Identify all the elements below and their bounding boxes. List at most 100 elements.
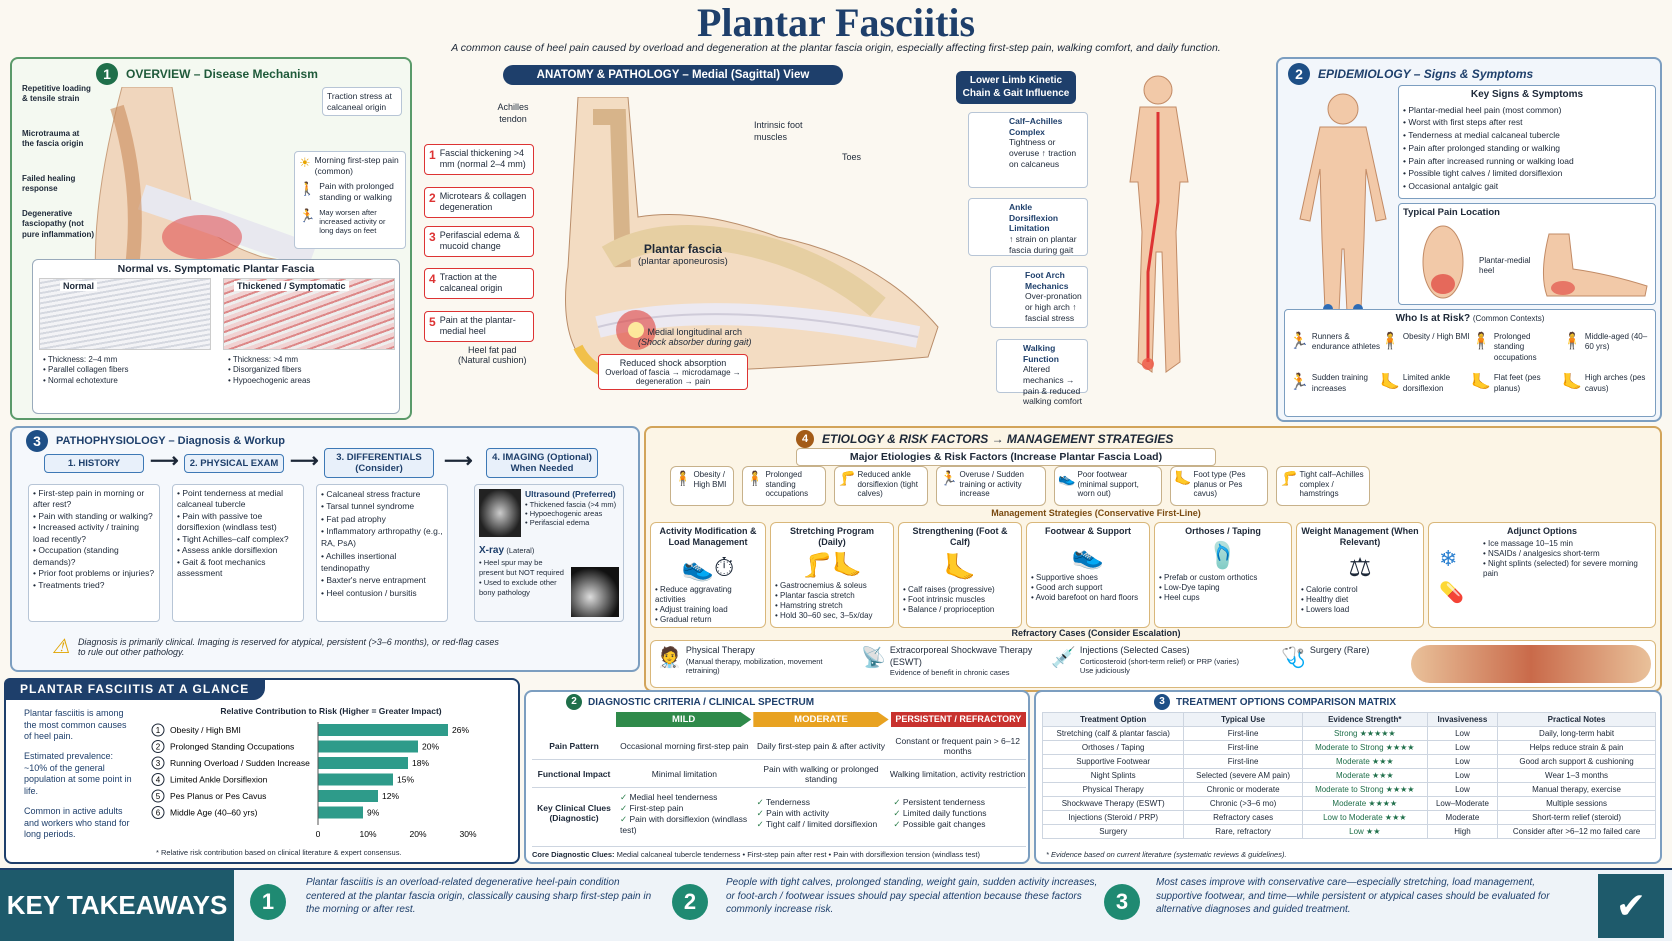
- diff-item: Inflammatory arthropathy (e.g., RA, PsA): [321, 525, 443, 550]
- ref-desc: Evidence of benefit in chronic cases: [889, 668, 1010, 678]
- treatment-panel: 3 TREATMENT OPTIONS COMPARISON MATRIX Tr…: [1034, 690, 1662, 864]
- table-cell: High: [1426, 824, 1499, 839]
- history-item: Prior foot problems or injuries?: [33, 568, 155, 579]
- xray-image: [571, 567, 619, 617]
- glance-p1: Plantar fasciitis is among the most comm…: [24, 708, 127, 742]
- table-cell: Good arch support & cushioning: [1497, 754, 1656, 769]
- bar: [318, 806, 363, 819]
- foot-side-illustration: [1543, 233, 1648, 297]
- signs-box: Key Signs & Symptoms Plantar-medial heel…: [1398, 85, 1656, 199]
- takeaway-num-1: 1: [250, 884, 286, 920]
- takeaways-bar: KEY TAKEAWAYS 1 Plantar fasciitis is an …: [0, 868, 1672, 941]
- normal-item: Normal echotexture: [43, 376, 129, 386]
- table-cell: Moderate ★★★★: [1301, 796, 1428, 811]
- takeaway-3: Most cases improve with conservative car…: [1156, 877, 1550, 915]
- epi-title: EPIDEMIOLOGY – Signs & Symptoms: [1318, 67, 1534, 81]
- sign-item: Plantar-medial heel pain (most common): [1403, 104, 1651, 117]
- thick-label: Thickened / Symptomatic: [234, 281, 349, 291]
- step-differentials: 3. DIFFERENTIALS (Consider): [324, 448, 434, 478]
- foot-surgery-illustration: [1411, 645, 1651, 683]
- clue: Limited daily functions: [893, 808, 1026, 819]
- mgmt-title-text: Weight Management (When Relevant): [1301, 526, 1419, 548]
- table-cell: Moderate: [1426, 810, 1499, 825]
- body-front-illustration: [1299, 93, 1387, 335]
- factor-4: 🏃Overuse / Sudden training or activity i…: [936, 466, 1046, 506]
- mech-label-1: Repetitive loading & tensile strain: [22, 84, 91, 104]
- factor-3: 🦵Reduced ankle dorsiflexion (tight calve…: [834, 466, 928, 506]
- xray-title: X-ray: [479, 545, 505, 556]
- patho-number: 3: [26, 430, 48, 452]
- rank-label: 2: [156, 743, 161, 752]
- runner-icon: 🏃: [1289, 333, 1309, 350]
- clue: Persistent tenderness: [893, 797, 1026, 808]
- sign-item: Tenderness at medial calcaneal tubercle: [1403, 129, 1651, 142]
- history-item: Treatments tried?: [33, 580, 155, 591]
- category-label: Prolonged Standing Occupations: [170, 742, 294, 752]
- th: Typical Use: [1183, 712, 1303, 727]
- path-text: Microtears & collagen degeneration: [439, 191, 527, 213]
- factor-text: Foot type (Pes planus or Pes cavus): [1193, 470, 1246, 499]
- mgmt-item: Reduce aggravating activities: [655, 585, 761, 605]
- factor-text: Overuse / Sudden training or activity in…: [959, 470, 1024, 499]
- takeaway-2: People with tight calves, prolonged stan…: [726, 877, 1098, 915]
- diff-item: Calcaneal stress fracture: [321, 488, 443, 500]
- compare-title: Normal vs. Symptomatic Plantar Fascia: [117, 263, 315, 275]
- foot-band-icon: 🦶: [943, 551, 977, 582]
- mgmt-title-text: Adjunct Options: [1507, 526, 1577, 536]
- anatomy-section: ANATOMY & PATHOLOGY – Medial (Sagittal) …: [418, 57, 950, 420]
- exam-item: Pain with passive toe dorsiflexion (wind…: [177, 511, 299, 534]
- kinetic-item-title: Walking Function: [1023, 343, 1059, 364]
- rank-label: 1: [156, 726, 161, 735]
- kinetic-item-3: Foot Arch Mechanics Over-pronation or hi…: [990, 266, 1088, 328]
- treat-number: 3: [1154, 694, 1170, 710]
- mgmt-item: Adjust training load: [655, 605, 761, 615]
- surgeon-icon: 🩺: [1281, 647, 1306, 669]
- fascia-title: Plantar fascia: [643, 242, 722, 256]
- ultrasound-title: Ultrasound (Preferred): [525, 489, 616, 499]
- table-row: Injections (Steroid / PRP)Refractory cas…: [1041, 810, 1656, 825]
- takeaway-1: Plantar fasciitis is an overload-related…: [306, 877, 652, 915]
- factor-text: Tight calf–Achilles complex / hamstrings: [1299, 470, 1364, 499]
- table-row: Shockwave Therapy (ESWT)Chronic (>3–6 mo…: [1041, 796, 1656, 811]
- mgmt-item: Balance / proprioception: [903, 605, 1017, 615]
- table-cell: Short-term relief (steroid): [1497, 810, 1656, 825]
- mgmt-title: Management Strategies (Conservative Firs…: [991, 508, 1201, 518]
- mgmt-orthoses: Orthoses / Taping 🩴 Prefab or custom ort…: [1154, 522, 1292, 628]
- calf-icon: 🦵: [838, 470, 856, 486]
- obesity-icon: 🧍: [674, 470, 692, 486]
- arch-label: Medial longitudinal arch (Shock absorber…: [638, 327, 752, 347]
- table-cell: Low: [1426, 768, 1499, 783]
- table-cell: Wear 1–3 months: [1497, 768, 1656, 783]
- table-cell: Helps reduce strain & pain: [1497, 740, 1656, 755]
- diff-box: Calcaneal stress fracture Tarsal tunnel …: [316, 484, 448, 622]
- mgmt-footwear: Footwear & Support 👟 Supportive shoesGoo…: [1026, 522, 1150, 628]
- tick-label: 20%: [409, 829, 426, 838]
- body-silhouette: [1129, 75, 1189, 373]
- ankle-icon: 🦶: [1380, 374, 1400, 392]
- worker-icon: 🧍: [1471, 333, 1491, 350]
- sign-item: Possible tight calves / limited dorsifle…: [1403, 167, 1651, 180]
- mgmt-item: Hold 30–60 sec, 3–5x/day: [775, 611, 889, 621]
- us-item: Thickened fascia (>4 mm): [525, 500, 621, 509]
- table-cell: Consider after >6–12 mo failed care: [1497, 824, 1656, 839]
- history-item: Occupation (standing demands)?: [33, 545, 155, 568]
- mgmt-item: NSAIDs / analgesics short-term: [1483, 549, 1651, 559]
- arrow-icon: ⟶: [150, 450, 179, 472]
- ref-title: Physical Therapy: [685, 645, 755, 655]
- value-label: 9%: [367, 808, 380, 818]
- kinetic-item-desc: Altered mechanics → pain & reduced walki…: [1023, 364, 1083, 407]
- clue: Pain with dorsiflexion (windlass test): [620, 814, 753, 835]
- mgmt-title-text: Orthoses / Taping: [1185, 526, 1261, 536]
- shock-sub: Overload of fascia → microdamage → degen…: [605, 368, 741, 386]
- cell: Constant or frequent pain > 6–12 months: [895, 735, 1020, 756]
- path-num: 4: [429, 272, 436, 286]
- symptom-box: ☀Morning first-step pain (common) 🚶Pain …: [294, 151, 406, 249]
- xray-item: Used to exclude other bony pathology: [479, 578, 569, 598]
- mgmt-item: Ice massage 10–15 min: [1483, 539, 1651, 549]
- clue: Tight calf / limited dorsiflexion: [757, 819, 890, 830]
- table-cell: Low to Moderate ★★★: [1301, 810, 1428, 825]
- table-cell: Manual therapy, exercise: [1497, 782, 1656, 797]
